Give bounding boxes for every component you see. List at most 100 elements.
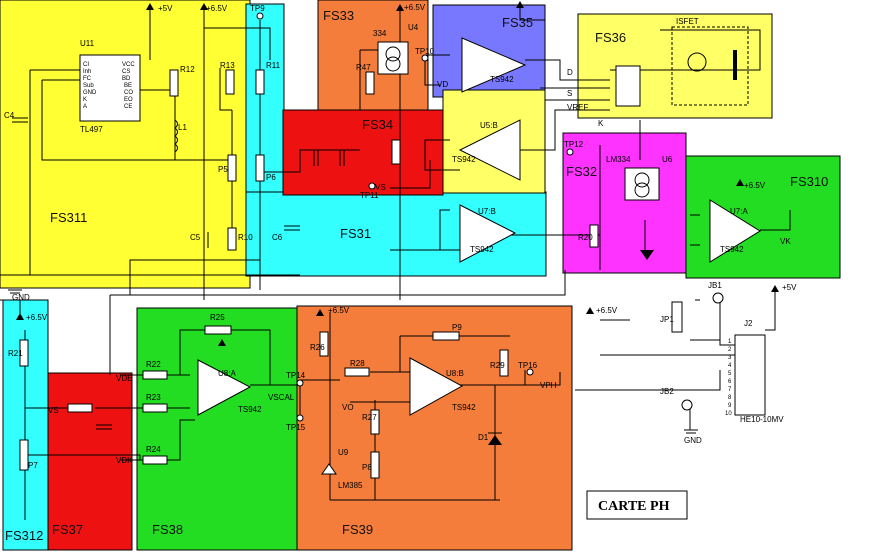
svg-text:L1: L1 [178,123,187,132]
svg-text:VD: VD [437,80,448,89]
svg-text:7: 7 [728,387,732,393]
svg-text:TP12: TP12 [564,140,584,149]
pot-p7 [19,439,29,471]
block-fs34 [282,109,444,196]
svg-text:J2: J2 [744,319,753,328]
svg-text:TS942: TS942 [452,155,476,164]
block-fs38 [136,307,298,551]
svg-text:TS942: TS942 [452,403,476,412]
svg-text:BD: BD [122,76,131,82]
svg-text:+5V: +5V [782,283,797,292]
svg-text:CO: CO [124,90,133,96]
resistor-r37 [67,403,93,413]
block-fs37 [47,372,133,551]
svg-text:R24: R24 [146,445,161,454]
svg-text:TL497: TL497 [80,125,103,134]
svg-text:R13: R13 [220,61,235,70]
svg-text:TS942: TS942 [238,405,262,414]
svg-text:C6: C6 [272,233,283,242]
svg-text:VSCAL: VSCAL [268,393,295,402]
svg-text:TP14: TP14 [286,371,306,380]
svg-text:U11: U11 [80,39,95,48]
block-fs36 [577,13,773,119]
svg-text:LM385: LM385 [338,481,363,490]
svg-text:K: K [83,97,87,103]
svg-text:VK: VK [780,237,791,246]
pot-p5 [227,154,237,182]
jack-jb1 [712,292,724,304]
resistor-r13 [225,69,235,95]
svg-text:8: 8 [728,395,732,401]
ref-u9 [321,463,337,475]
current-source-u4-ring-b [385,56,401,72]
svg-text:HE10-10MV: HE10-10MV [740,415,784,424]
capacitor-c9 [96,424,112,430]
svg-text:U7:B: U7:B [478,207,496,216]
resistor-r10 [227,227,237,251]
svg-text:TS942: TS942 [720,245,744,254]
resistor-r48 [391,139,401,165]
resistor-r21 [19,339,29,367]
svg-text:CI: CI [83,62,89,68]
svg-text:P8: P8 [362,463,372,472]
svg-text:U8:A: U8:A [218,369,236,378]
supply-arrow-65v-7 [316,309,324,316]
diode-d1 [488,435,502,445]
svg-text:R12: R12 [180,65,195,74]
svg-text:TP9: TP9 [250,4,265,13]
resistor-r25 [204,325,232,335]
svg-text:EO: EO [124,97,133,103]
testpoint-tp12 [566,148,574,156]
svg-text:2: 2 [728,347,732,353]
svg-text:+6.5V: +6.5V [206,4,228,13]
svg-text:5: 5 [728,371,732,377]
svg-text:LM334: LM334 [606,155,631,164]
svg-text:GND: GND [83,90,97,96]
svg-text:R21: R21 [8,349,23,358]
svg-text:P6: P6 [266,173,276,182]
svg-text:CE: CE [124,104,132,110]
testpoint-tp9 [256,12,264,20]
capacitor-c6 [284,225,300,231]
block-label-fs39: FS39 [342,522,373,537]
component-labels: +5V +6.5V TP9 U11 TL497 C4 R12 R13 R11 L… [4,3,797,490]
block-fs39 [296,305,573,551]
svg-text:10: 10 [725,411,732,417]
title-box [586,490,688,520]
svg-text:K: K [598,119,604,128]
svg-text:+6.5V: +6.5V [26,313,48,322]
capacitor-c4 [12,117,28,123]
block-label-fs31: FS31 [340,226,371,241]
svg-text:BE: BE [124,83,132,89]
svg-text:FC: FC [83,76,92,82]
svg-text:U4: U4 [408,23,419,32]
opamp-u7a [709,199,761,263]
svg-text:VDE: VDE [116,374,132,383]
block-label-fs35: FS35 [502,15,533,30]
supply-arrow-65v-4 [736,179,744,186]
svg-text:VPH: VPH [540,381,557,390]
resistor-r12 [169,69,179,97]
svg-text:R47: R47 [356,63,371,72]
supply-arrow-5v-1 [146,3,154,10]
svg-text:ISFET: ISFET [676,17,699,26]
jumper-jp1 [671,301,683,333]
svg-text:P9: P9 [452,323,462,332]
resistor-r47 [365,71,375,95]
resistor-r20 [589,224,599,248]
opamp-u8b [409,357,464,416]
supply-arrow-65v-6 [218,339,226,346]
block-label-fs38: FS38 [152,522,183,537]
block-label-fs34: FS34 [362,117,393,132]
svg-text:R23: R23 [146,393,161,402]
svg-text:U8:B: U8:B [446,369,464,378]
resistor-r23 [142,403,168,413]
pot-p9 [432,331,460,341]
resistor-r26 [319,331,329,357]
jack-jb2 [681,399,693,411]
svg-text:+6.5V: +6.5V [328,306,350,315]
block-label-fs37: FS37 [52,522,83,537]
svg-text:VS: VS [375,183,386,192]
